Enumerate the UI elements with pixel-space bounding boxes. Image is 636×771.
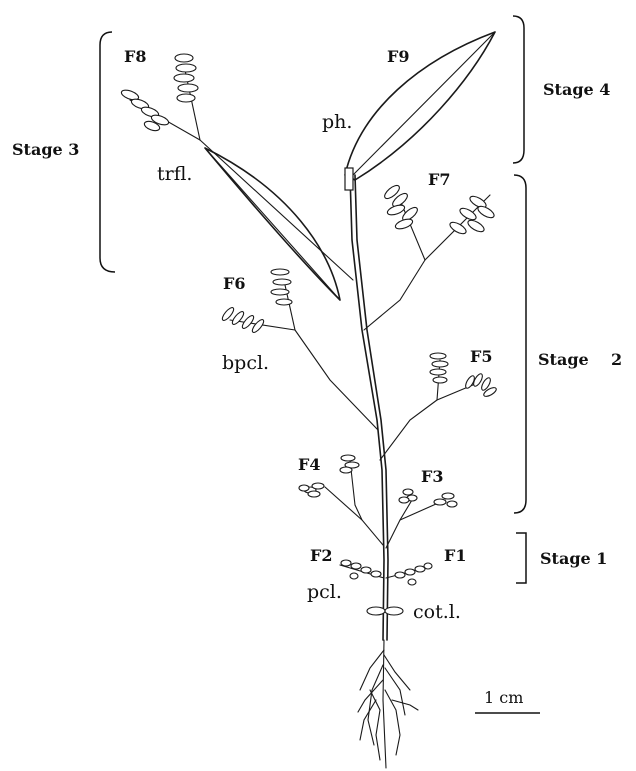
label-stage-4: Stage 4 bbox=[543, 80, 610, 99]
label-f5: F5 bbox=[470, 347, 493, 366]
scale-bar-label: 1 cm bbox=[484, 688, 523, 707]
label-f2: F2 bbox=[310, 546, 333, 565]
stage-1-bracket bbox=[516, 533, 526, 583]
cotyledons bbox=[367, 607, 403, 615]
label-stage-2: Stage 2 bbox=[538, 350, 622, 369]
leaf-f7-drawing bbox=[364, 183, 496, 330]
leaf-f1-drawing bbox=[386, 563, 432, 585]
label-phyllode: ph. bbox=[322, 111, 352, 133]
stage-2-bracket bbox=[514, 175, 526, 513]
leaf-f2-drawing bbox=[340, 560, 384, 579]
stage-4-bracket bbox=[513, 16, 524, 163]
leaf-f5-drawing bbox=[380, 353, 498, 460]
label-f9: F9 bbox=[387, 47, 410, 66]
root-system bbox=[358, 640, 418, 768]
label-f4: F4 bbox=[298, 455, 321, 474]
label-bipinnate-compound-leaf: bpcl. bbox=[222, 352, 269, 374]
label-stage-1: Stage 1 bbox=[540, 549, 607, 568]
label-trifoliate: trfl. bbox=[157, 163, 192, 185]
label-f1: F1 bbox=[444, 546, 467, 565]
label-f6: F6 bbox=[223, 274, 246, 293]
label-pinnate-compound-leaf: pcl. bbox=[307, 581, 342, 603]
label-cotyledon: cot.l. bbox=[413, 601, 461, 623]
label-f7: F7 bbox=[428, 170, 451, 189]
stage-3-bracket bbox=[100, 32, 115, 272]
label-f8: F8 bbox=[124, 47, 147, 66]
label-f3: F3 bbox=[421, 467, 444, 486]
label-stage-3: Stage 3 bbox=[12, 140, 79, 159]
leaf-f6-drawing bbox=[221, 269, 378, 430]
leaf-f3-drawing bbox=[386, 489, 457, 548]
leaf-f9-drawing bbox=[345, 32, 495, 190]
